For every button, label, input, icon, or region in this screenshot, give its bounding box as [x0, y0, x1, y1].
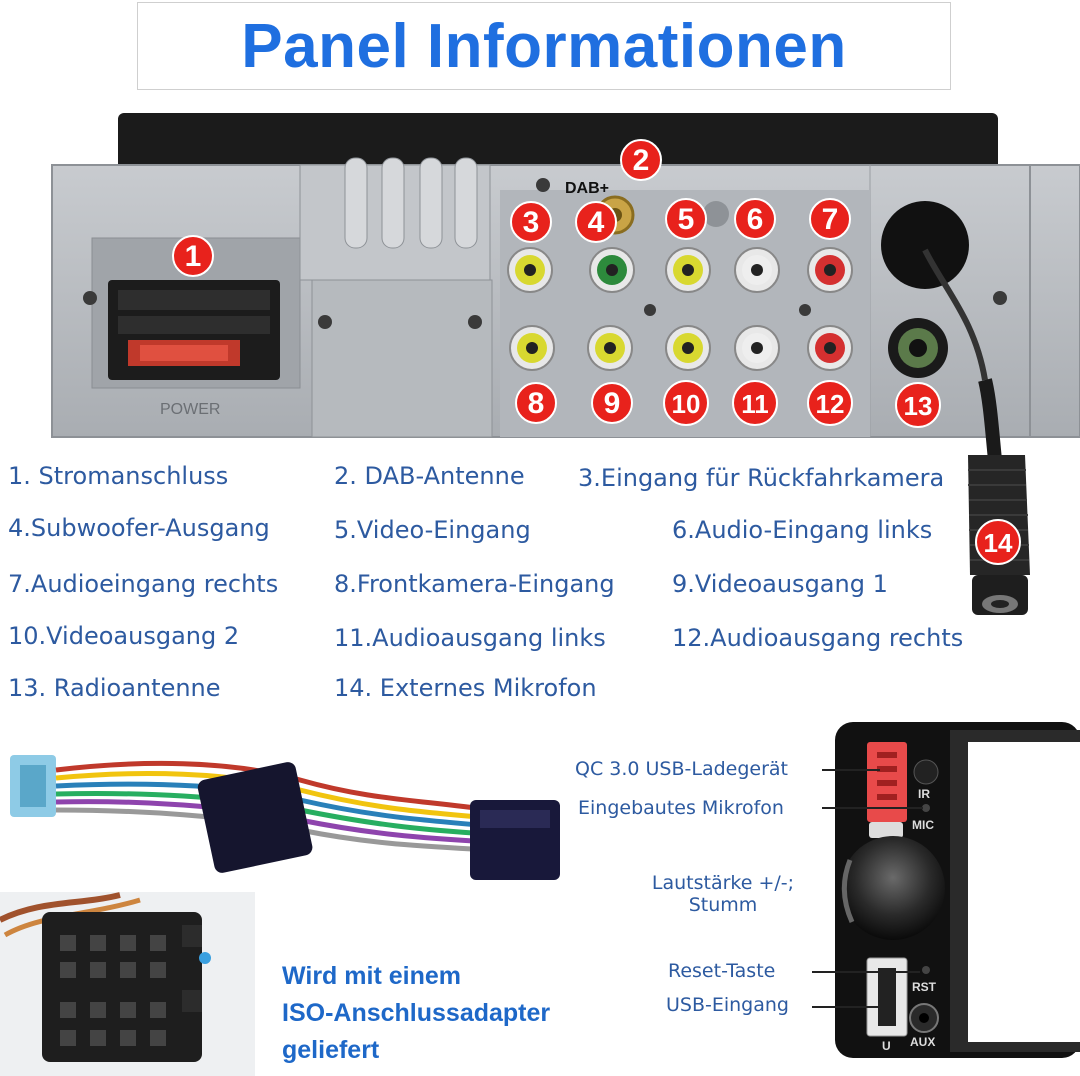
title-box: Panel Informationen: [137, 2, 951, 90]
dab-label: DAB+: [565, 180, 609, 197]
badge-label-8: 8: [528, 387, 545, 420]
mic-label: Eingebautes Mikrofon: [578, 797, 784, 819]
badge-1: [172, 235, 214, 277]
badge-13: [895, 382, 941, 428]
usb-charger-label: QC 3.0 USB-Ladegerät: [575, 758, 789, 780]
badge-4: [575, 201, 617, 243]
reset-label: Reset-Taste: [668, 960, 776, 982]
badge-14: [975, 519, 1021, 565]
legend-item-12: 12.Audioausgang rechts: [672, 624, 964, 652]
badge-label-7: 7: [822, 203, 839, 236]
legend-item-5: 5.Video-Eingang: [334, 516, 531, 544]
badge-label-4: 4: [588, 206, 605, 239]
badge-10: [663, 380, 709, 426]
iso-note-line1: Wird mit einem: [282, 962, 461, 990]
iso-note-line2: ISO-Anschlussadapter: [282, 999, 551, 1027]
usb-input-label: USB-Eingang: [666, 994, 789, 1016]
legend-item-11: 11.Audioausgang links: [334, 624, 606, 652]
mic-cable: [978, 378, 1002, 461]
legend-item-6: 6.Audio-Eingang links: [672, 516, 933, 544]
badge-label-6: 6: [747, 203, 764, 236]
svg-text:IR: IR: [918, 787, 930, 801]
iso-note: Wird mit einem ISO-Anschlussadapter geli…: [282, 958, 550, 1069]
badge-label-9: 9: [604, 387, 621, 420]
svg-text:AUX: AUX: [910, 1035, 935, 1049]
svg-text:U: U: [882, 1039, 891, 1053]
badge-3: [510, 201, 552, 243]
svg-text:MIC: MIC: [912, 818, 934, 832]
badge-2: [620, 139, 662, 181]
badge-label-12: 12: [816, 389, 845, 419]
front-panel: IR MIC RST U AUX: [835, 722, 1080, 1058]
volume-label-line2: Stumm: [688, 894, 758, 916]
legend-item-9: 9.Videoausgang 1: [672, 570, 888, 598]
badge-6: [734, 198, 776, 240]
legend-item-1: 1. Stromanschluss: [8, 462, 229, 490]
badge-label-13: 13: [904, 391, 933, 421]
badge-12: [807, 380, 853, 426]
legend-item-14: 14. Externes Mikrofon: [334, 674, 597, 702]
legend-item-2: 2. DAB-Antenne: [334, 462, 525, 490]
page-title: Panel Informationen: [241, 11, 847, 81]
volume-label-line1: Lautstärke +/-;: [651, 872, 795, 894]
wire-harness: [10, 755, 560, 880]
badge-8: [515, 382, 557, 424]
badge-7: [809, 198, 851, 240]
legend-item-4: 4.Subwoofer-Ausgang: [8, 514, 270, 542]
legend-item-7: 7.Audioeingang rechts: [8, 570, 279, 598]
svg-text:RST: RST: [912, 980, 937, 994]
badge-5: [665, 198, 707, 240]
volume-knob: [841, 836, 945, 940]
badge-label-10: 10: [672, 389, 701, 419]
power-label: POWER: [160, 401, 220, 418]
legend-item-13: 13. Radioantenne: [8, 674, 221, 702]
badge-label-1: 1: [185, 240, 202, 273]
iso-connector: [0, 892, 255, 1076]
badge-9: [591, 382, 633, 424]
radio-housing-top: [118, 113, 998, 175]
legend-item-3: 3.Eingang für Rückfahrkamera: [578, 464, 945, 492]
rca-bottom-row: [509, 325, 853, 371]
legend-item-8: 8.Frontkamera-Eingang: [334, 570, 615, 598]
legend-item-10: 10.Videoausgang 2: [8, 622, 240, 650]
rca-top-row: [507, 247, 853, 293]
volume-label: Lautstärke +/-; Stumm: [638, 872, 808, 916]
badge-label-14: 14: [984, 528, 1013, 558]
badge-label-3: 3: [523, 206, 540, 239]
cable-grommet: [881, 201, 969, 289]
badge-label-2: 2: [633, 144, 650, 177]
badge-label-11: 11: [741, 389, 769, 419]
badge-11: [732, 380, 778, 426]
iso-note-line3: geliefert: [282, 1036, 380, 1064]
badge-label-5: 5: [678, 203, 695, 236]
